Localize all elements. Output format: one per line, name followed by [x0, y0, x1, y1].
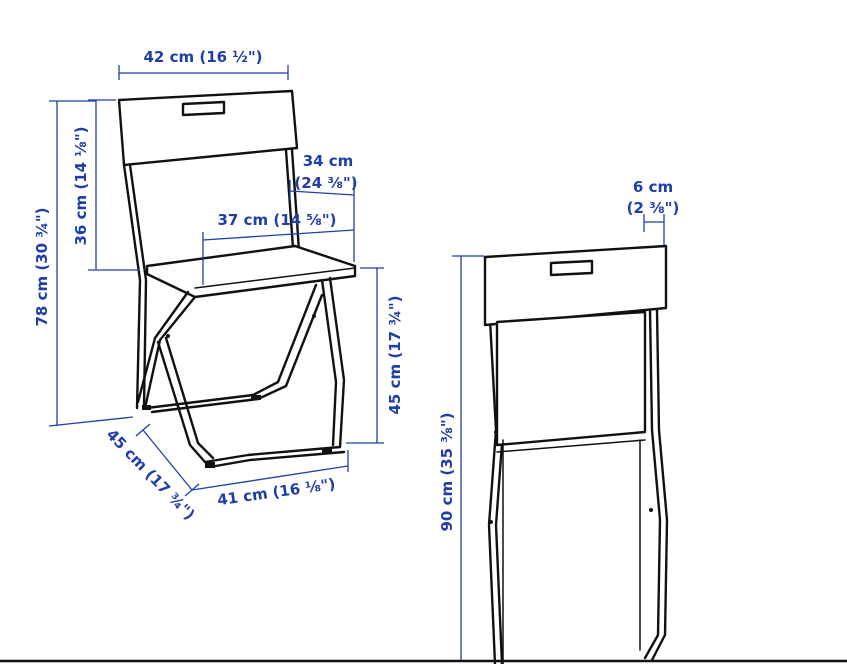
label-back-height: 36 cm (14 ⅛"): [72, 127, 90, 246]
dim-seat-height: [346, 267, 384, 444]
label-total-height: 78 cm (30 ¾"): [33, 208, 51, 327]
label-seat-width: 37 cm (14 ⅝"): [218, 211, 337, 229]
folded-chair-drawing: [0, 244, 847, 664]
label-seat-height: 45 cm (17 ¾"): [386, 296, 404, 415]
dim-seat-depth: [289, 180, 355, 262]
label-width: 42 cm (16 ½"): [144, 48, 263, 66]
dimension-lines: [48, 65, 665, 660]
label-seat-depth-b: (24 ⅜"): [294, 174, 357, 192]
dim-folded-depth: [643, 214, 665, 245]
open-chair-drawing: [117, 89, 357, 469]
label-folded-depth-b: (2 ⅜"): [627, 199, 680, 217]
label-folded-height: 90 cm (35 ⅜"): [438, 413, 456, 532]
label-base-width: 41 cm (16 ⅛"): [216, 475, 336, 509]
dim-width: [118, 65, 289, 80]
dim-seat-width: [202, 229, 355, 285]
dim-base-width: [191, 450, 349, 491]
dim-total-height: [48, 100, 134, 427]
label-folded-depth-a: 6 cm: [633, 178, 673, 196]
dim-folded-height: [452, 255, 484, 660]
label-seat-depth-a: 34 cm: [303, 152, 354, 170]
dim-back-height: [88, 99, 140, 271]
